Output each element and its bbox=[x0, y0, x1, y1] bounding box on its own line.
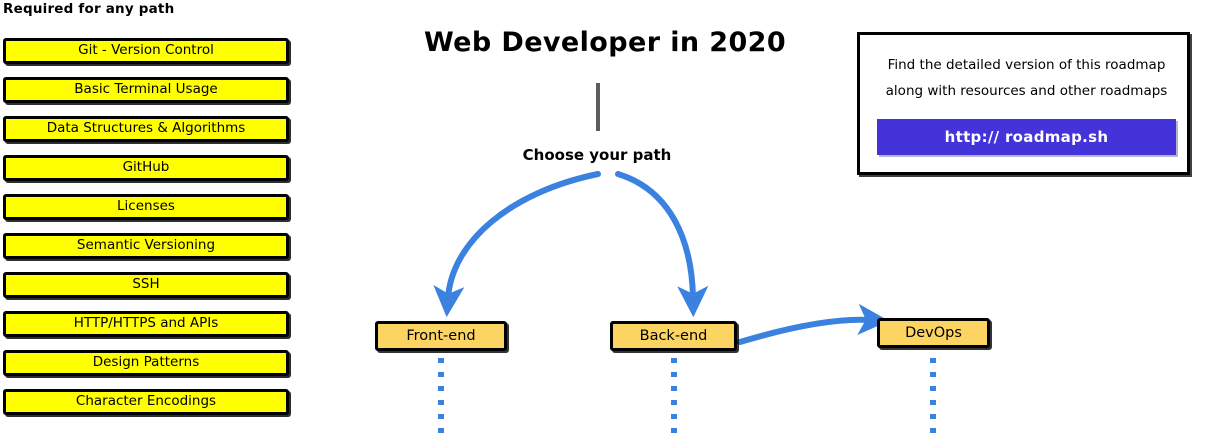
required-skill-item[interactable]: HTTP/HTTPS and APIs bbox=[3, 311, 289, 337]
required-skill-label: Licenses bbox=[117, 198, 175, 215]
required-skill-label: Design Patterns bbox=[92, 354, 200, 371]
dotted-trail-devops bbox=[930, 358, 936, 436]
required-skill-item[interactable]: Basic Terminal Usage bbox=[3, 77, 289, 103]
required-for-any-path-section: Required for any path Git - Version Cont… bbox=[0, 0, 300, 436]
required-skill-label: SSH bbox=[132, 276, 160, 293]
info-card-text: Find the detailed version of this roadma… bbox=[874, 52, 1179, 104]
dotted-trail-back-end bbox=[671, 358, 677, 436]
required-skill-label: Git - Version Control bbox=[78, 42, 214, 59]
required-skill-item[interactable]: Git - Version Control bbox=[3, 38, 289, 64]
required-skill-label: GitHub bbox=[122, 159, 170, 176]
path-label: Back-end bbox=[639, 328, 708, 344]
arrow-to-front-end bbox=[433, 171, 601, 318]
path-box-devops[interactable]: DevOps bbox=[877, 318, 990, 348]
info-card-line-2: along with resources and other roadmaps bbox=[885, 83, 1168, 99]
required-skill-item[interactable]: GitHub bbox=[3, 155, 289, 181]
roadmap-info-card: Find the detailed version of this roadma… bbox=[857, 32, 1190, 175]
roadmap-url-label: http:// roadmap.sh bbox=[944, 128, 1109, 146]
required-skill-item[interactable]: Licenses bbox=[3, 194, 289, 220]
roadmap-url-button[interactable]: http:// roadmap.sh bbox=[877, 119, 1176, 155]
info-card-line-1: Find the detailed version of this roadma… bbox=[887, 57, 1166, 73]
required-section-heading: Required for any path bbox=[3, 1, 175, 17]
required-skill-item[interactable]: Design Patterns bbox=[3, 350, 289, 376]
arrow-to-back-end bbox=[615, 171, 709, 318]
arrow-back-end-to-devops bbox=[737, 303, 890, 345]
required-skill-label: Data Structures & Algorithms bbox=[46, 120, 246, 137]
path-label: Front-end bbox=[406, 328, 476, 344]
path-box-back-end[interactable]: Back-end bbox=[610, 321, 737, 351]
trunk-connector-line bbox=[596, 83, 600, 131]
page-title: Web Developer in 2020 bbox=[423, 27, 787, 58]
required-skill-label: Semantic Versioning bbox=[76, 237, 216, 254]
required-skill-item[interactable]: SSH bbox=[3, 272, 289, 298]
required-skill-item[interactable]: Semantic Versioning bbox=[3, 233, 289, 259]
path-label: DevOps bbox=[905, 325, 962, 341]
dotted-trail-front-end bbox=[438, 358, 444, 436]
required-skill-item[interactable]: Character Encodings bbox=[3, 389, 289, 415]
required-skill-item[interactable]: Data Structures & Algorithms bbox=[3, 116, 289, 142]
required-skills-list: Git - Version Control Basic Terminal Usa… bbox=[3, 38, 289, 428]
required-skill-label: Character Encodings bbox=[75, 393, 217, 410]
choose-path-label: Choose your path bbox=[522, 146, 672, 164]
required-skill-label: Basic Terminal Usage bbox=[74, 81, 218, 98]
path-box-front-end[interactable]: Front-end bbox=[375, 321, 507, 351]
required-skill-label: HTTP/HTTPS and APIs bbox=[73, 315, 219, 332]
